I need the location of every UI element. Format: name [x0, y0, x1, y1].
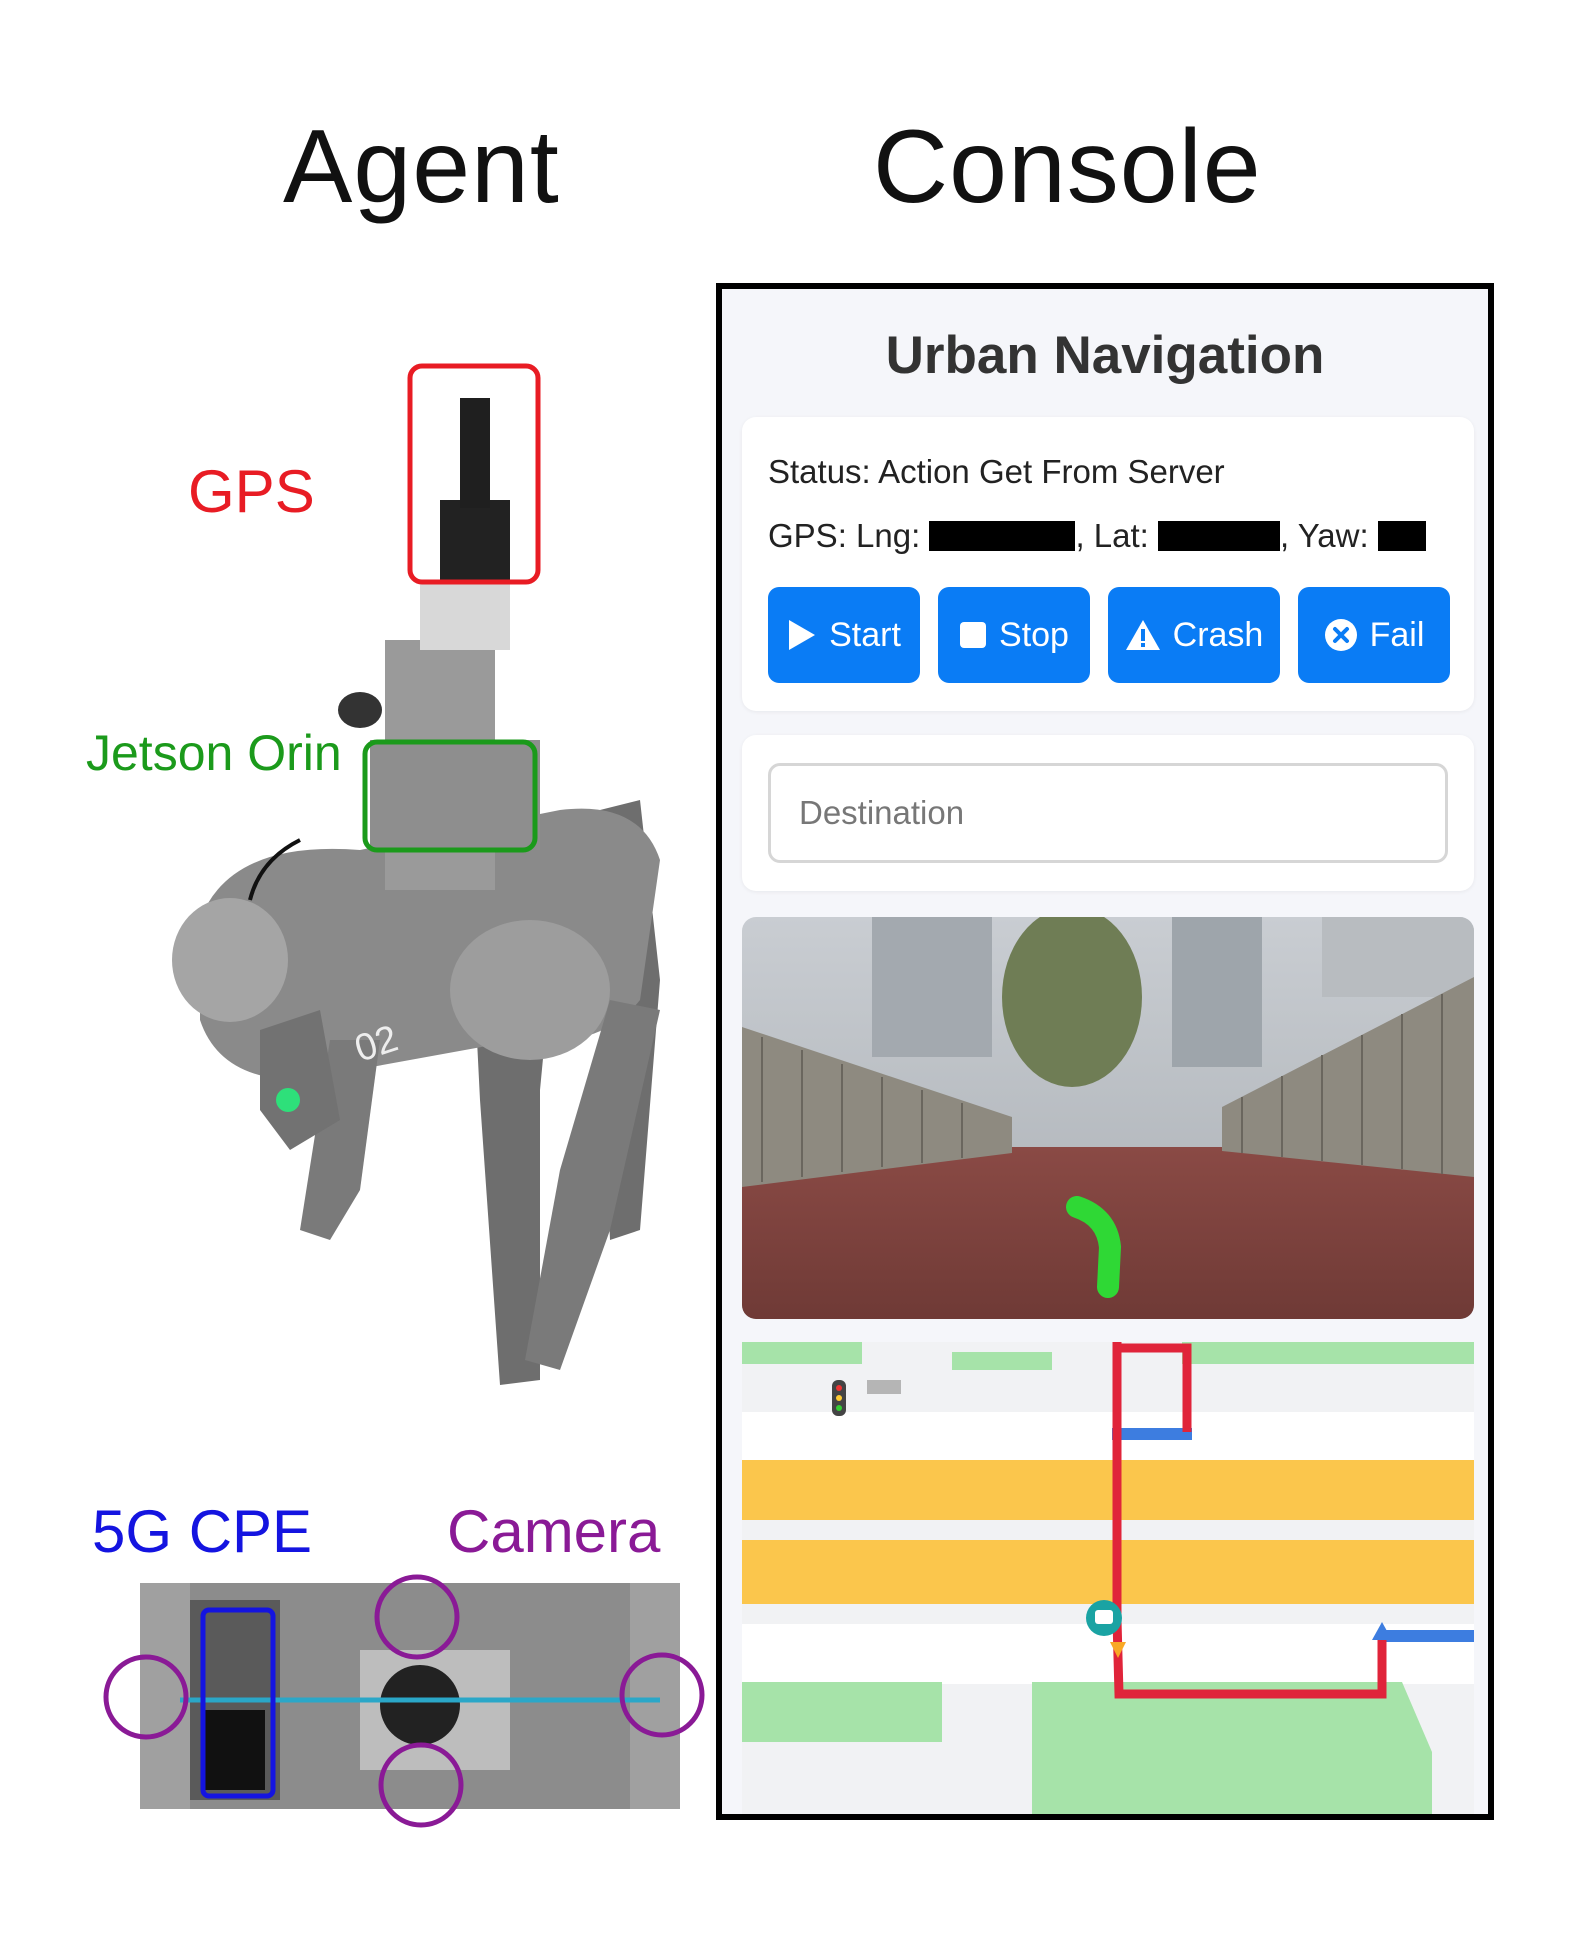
camera-feed-image — [742, 917, 1474, 1319]
console-heading: Console — [873, 109, 1262, 225]
redacted-lat-value — [1158, 521, 1280, 551]
x-circle-icon — [1324, 619, 1357, 651]
status-card: Status: Action Get From Server GPS: Lng:… — [742, 417, 1474, 711]
crash-button-label: Crash — [1172, 615, 1264, 654]
stop-icon — [960, 622, 987, 648]
jetson-orin-label: Jetson Orin — [86, 725, 342, 781]
5g-cpe-label: 5G CPE — [92, 1498, 313, 1565]
gps-label: GPS — [188, 458, 315, 525]
console-phone-screen: Urban Navigation Status: Action Get From… — [716, 283, 1494, 1820]
play-icon — [789, 620, 816, 650]
crash-button[interactable]: Crash — [1108, 587, 1280, 683]
robot-dog-illustration: 02 — [103, 363, 705, 1828]
route-map — [742, 1342, 1474, 1814]
gps-yaw-label: , Yaw: — [1280, 517, 1369, 554]
fail-button[interactable]: Fail — [1298, 587, 1450, 683]
status-text: Status: Action Get From Server — [768, 453, 1225, 490]
gps-lat-label: , Lat: — [1075, 517, 1149, 554]
gps-readout: GPS: Lng: , Lat: , Yaw: — [768, 517, 1426, 555]
destination-card — [742, 735, 1474, 891]
start-button-label: Start — [829, 615, 901, 654]
start-button[interactable]: Start — [768, 587, 920, 683]
route-map-image — [742, 1342, 1474, 1814]
app-title: Urban Navigation — [885, 326, 1325, 385]
camera-label: Camera — [447, 1498, 661, 1565]
redacted-yaw-value — [1377, 521, 1426, 551]
agent-heading: Agent — [283, 109, 560, 225]
camera-feed — [742, 917, 1474, 1319]
destination-input[interactable] — [768, 763, 1448, 863]
warning-icon — [1125, 620, 1160, 650]
redacted-lng-value — [929, 521, 1076, 551]
fail-button-label: Fail — [1369, 615, 1425, 654]
stop-button[interactable]: Stop — [938, 587, 1090, 683]
gps-lng-label: GPS: Lng: — [768, 517, 921, 554]
stop-button-label: Stop — [999, 615, 1069, 654]
